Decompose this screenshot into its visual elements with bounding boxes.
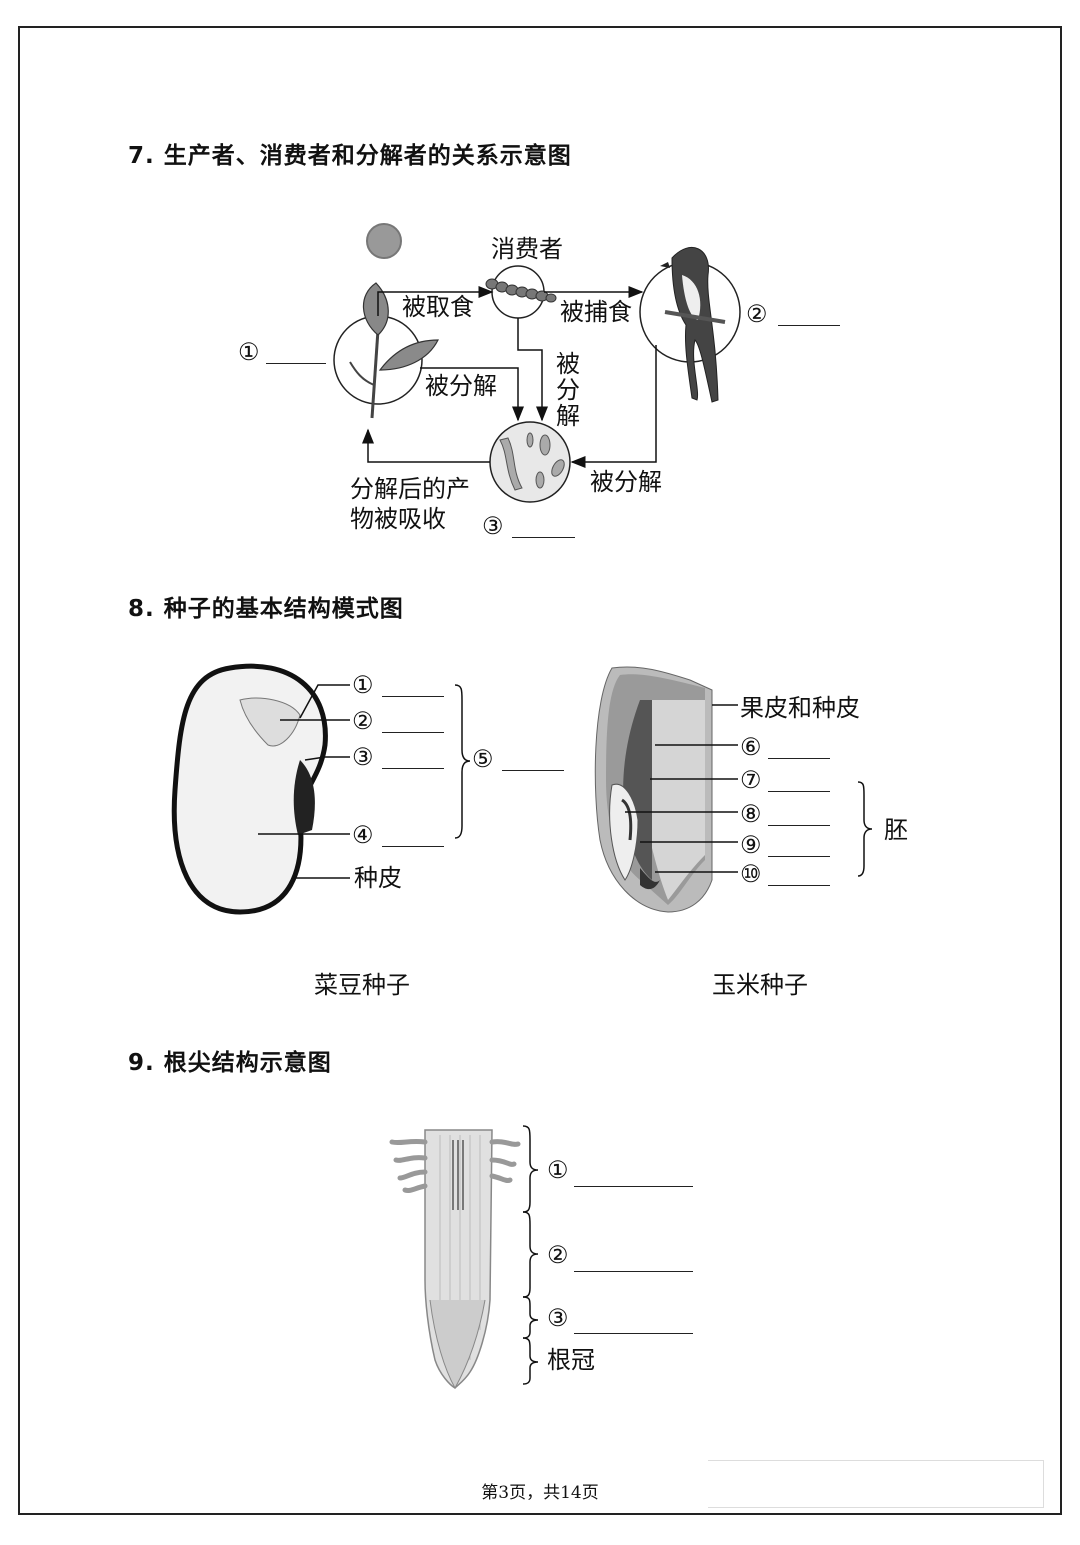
root-blank-2[interactable] xyxy=(574,1271,693,1272)
bean-blank-5[interactable] xyxy=(502,770,564,771)
corn-label-7: ⑦ xyxy=(740,766,762,794)
bean-caption: 菜豆种子 xyxy=(314,971,410,999)
bean-label-1: ① xyxy=(352,671,374,699)
page-footer: 第3页，共14页 xyxy=(481,1483,599,1503)
bean-blank-2[interactable] xyxy=(382,732,444,733)
swallow-icon xyxy=(660,247,726,403)
corn-label-8: ⑧ xyxy=(740,800,762,828)
producer-blank[interactable] xyxy=(266,363,326,364)
corn-blank-6[interactable] xyxy=(768,758,830,759)
question-7-title: 7. 生产者、消费者和分解者的关系示意图 xyxy=(128,143,572,169)
predator-number: ② xyxy=(746,300,768,328)
consumer-label: 消费者 xyxy=(491,235,563,263)
bean-blank-4[interactable] xyxy=(382,846,444,847)
decomposer-blank[interactable] xyxy=(512,537,575,538)
decomposed-vertical-1: 被 xyxy=(556,350,580,378)
corn-label-6: ⑥ xyxy=(740,733,762,761)
decomposed-label-left: 被分解 xyxy=(425,372,497,400)
corn-label-10: ⑩ xyxy=(740,860,762,888)
root-hair-icon xyxy=(389,1138,521,1193)
caterpillar-icon xyxy=(485,278,557,303)
preyed-label: 被捕食 xyxy=(560,298,632,326)
question-8-title: 8. 种子的基本结构模式图 xyxy=(128,596,404,622)
food-web-diagram xyxy=(333,223,741,503)
bean-blank-3[interactable] xyxy=(382,768,444,769)
question-9-title: 9. 根尖结构示意图 xyxy=(128,1050,332,1076)
bean-blank-1[interactable] xyxy=(382,696,444,697)
corn-blank-7[interactable] xyxy=(768,791,830,792)
corn-blank-10[interactable] xyxy=(768,885,830,886)
corn-caption: 玉米种子 xyxy=(712,971,808,999)
corn-blank-8[interactable] xyxy=(768,825,830,826)
decomposed-vertical-3: 解 xyxy=(556,402,580,430)
plant-icon xyxy=(349,282,439,419)
page-border xyxy=(18,26,1062,1515)
pericarp-label: 果皮和种皮 xyxy=(740,694,860,722)
root-blank-1[interactable] xyxy=(574,1186,693,1187)
root-label-2: ② xyxy=(547,1241,569,1269)
root-label-3: ③ xyxy=(547,1304,569,1332)
corn-label-9: ⑨ xyxy=(740,831,762,859)
bean-label-2: ② xyxy=(352,707,374,735)
bean-seed-diagram xyxy=(171,663,471,915)
absorbed-label-line1: 分解后的产 xyxy=(350,475,470,503)
predator-blank[interactable] xyxy=(778,325,840,326)
seed-coat-label: 种皮 xyxy=(354,864,402,892)
decomposed-label-right: 被分解 xyxy=(590,468,662,496)
corn-blank-9[interactable] xyxy=(768,856,830,857)
bean-label-4: ④ xyxy=(352,821,374,849)
eaten-label: 被取食 xyxy=(402,293,474,321)
corn-seed-diagram xyxy=(594,666,873,913)
root-blank-3[interactable] xyxy=(574,1333,693,1334)
absorbed-label-line2: 物被吸收 xyxy=(350,505,446,533)
sun-icon xyxy=(366,223,402,259)
footer-box xyxy=(708,1460,1044,1508)
root-cap-label: 根冠 xyxy=(547,1346,595,1374)
decomposer-number: ③ xyxy=(482,512,504,540)
bean-label-5: ⑤ xyxy=(472,745,494,773)
embryo-label: 胚 xyxy=(884,816,908,844)
bacteria-icon xyxy=(499,432,565,491)
decomposed-vertical-2: 分 xyxy=(556,376,580,404)
bean-label-3: ③ xyxy=(352,743,374,771)
producer-number: ① xyxy=(238,338,260,366)
root-label-1: ① xyxy=(547,1156,569,1184)
